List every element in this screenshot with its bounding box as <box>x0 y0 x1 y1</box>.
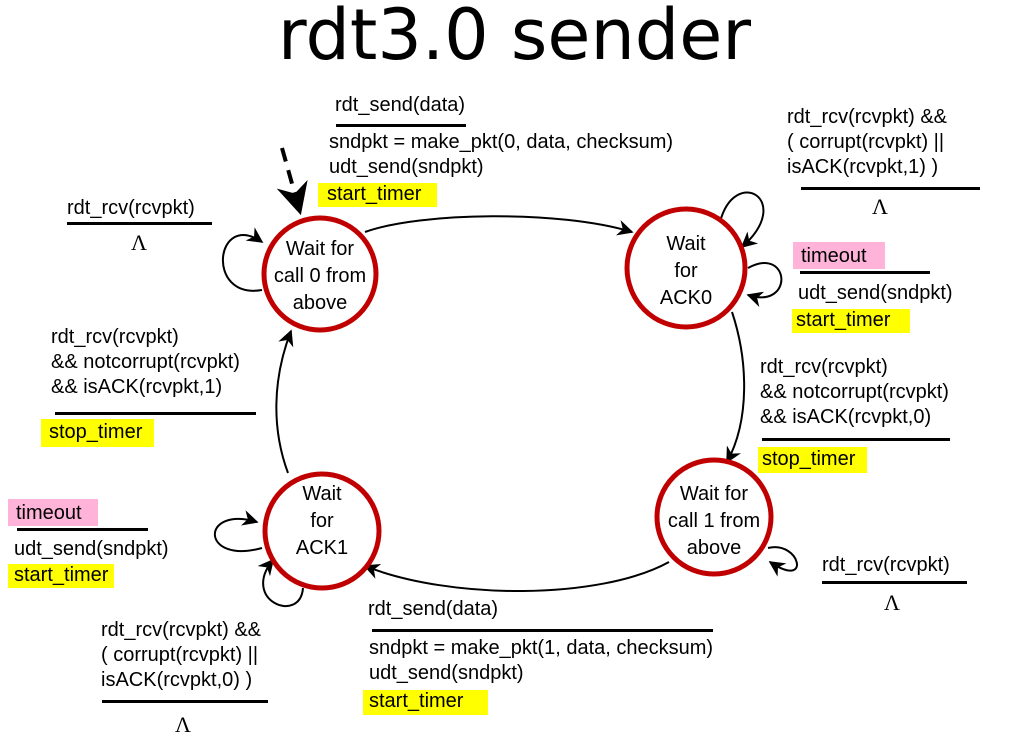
self-loop-ack0-timeout <box>746 262 783 307</box>
transition-divider <box>67 222 212 225</box>
event-text: && notcorrupt(rcvpkt) <box>760 381 949 403</box>
event-text: rdt_rcv(rcvpkt) && <box>787 106 948 128</box>
event-text: ( corrupt(rcvpkt) || <box>787 131 945 153</box>
transition-actions-ack1-timeout: udt_send(sndpkt) start_timer <box>8 537 169 588</box>
state-label-line: call 1 from <box>668 510 760 532</box>
self-loop-ack1-corrupt <box>257 558 304 607</box>
state-label-line: ACK1 <box>296 537 348 559</box>
event-text: && notcorrupt(rcvpkt) <box>51 351 240 373</box>
transition-label-ack0-timeout: timeout <box>793 242 885 269</box>
state-label-line: for <box>310 510 334 532</box>
timeout-event: timeout <box>793 242 885 269</box>
action-text: sndpkt = make_pkt(0, data, checksum) <box>329 131 674 153</box>
state-label-line: for <box>674 260 698 282</box>
transition-label-call1-to-ack1: rdt_send(data) <box>368 597 498 622</box>
lambda-action: Λ <box>884 590 900 615</box>
transition-divider <box>822 581 967 584</box>
self-loop-ack1-timeout <box>213 510 263 553</box>
transition-divider <box>762 438 950 441</box>
state-label-line: Wait for <box>286 238 354 260</box>
self-loop-call0 <box>221 227 264 292</box>
state-wait-call1: Wait for call 1 from above <box>654 457 774 577</box>
transition-label-ack1-to-call0: rdt_rcv(rcvpkt) && notcorrupt(rcvpkt) &&… <box>51 325 240 400</box>
transition-actions-ack0-to-call1: stop_timer <box>758 447 868 473</box>
event-text: isACK(rcvpkt,0) ) <box>101 669 253 691</box>
lambda-action: Λ <box>175 712 191 737</box>
timeout-event: timeout <box>8 499 98 526</box>
transition-actions-call1-to-ack1: sndpkt = make_pkt(1, data, checksum) udt… <box>363 636 714 715</box>
event-text: ( corrupt(rcvpkt) || <box>101 644 259 666</box>
transition-divider <box>372 629 713 632</box>
self-loop-ack0-corrupt <box>719 191 765 249</box>
event-text: rdt_rcv(rcvpkt) <box>822 554 950 576</box>
state-label-line: ACK0 <box>660 287 712 309</box>
action-text: udt_send(sndpkt) <box>14 538 169 560</box>
action-text: udt_send(sndpkt) <box>798 282 953 304</box>
action-text: udt_send(sndpkt) <box>369 662 524 684</box>
event-text: rdt_rcv(rcvpkt) <box>67 197 195 219</box>
event-text: rdt_send(data) <box>335 94 466 116</box>
state-wait-ack0: Wait for ACK0 <box>624 206 748 330</box>
transition-divider <box>800 271 930 274</box>
slide-title: rdt3.0 sender <box>277 0 752 76</box>
state-wait-call0: Wait for call 0 from above <box>261 215 379 333</box>
lambda-action: Λ <box>872 194 888 219</box>
transition-label-ack0-corrupt: rdt_rcv(rcvpkt) && ( corrupt(rcvpkt) || … <box>787 105 947 180</box>
transition-divider <box>17 528 148 531</box>
state-wait-ack1: Wait for ACK1 <box>262 471 382 591</box>
transition-arrow-ack1-to-call0 <box>275 329 294 474</box>
lambda-action: Λ <box>131 230 147 255</box>
transition-arrow-call0-to-ack0 <box>364 215 634 236</box>
event-text: rdt_send(data) <box>368 598 499 620</box>
highlighted-action: start_timer <box>363 690 489 715</box>
state-label-line: Wait <box>666 233 706 255</box>
state-label-line: above <box>687 537 742 559</box>
transition-label-ack1-corrupt: rdt_rcv(rcvpkt) && ( corrupt(rcvpkt) || … <box>101 618 261 693</box>
highlighted-action: start_timer <box>792 309 911 333</box>
state-label-line: Wait <box>302 483 342 505</box>
transition-arrow-ack0-to-call1 <box>726 311 746 464</box>
event-text: isACK(rcvpkt,1) ) <box>787 156 939 178</box>
transition-divider <box>55 412 256 415</box>
event-text: && isACK(rcvpkt,1) <box>51 376 223 398</box>
transition-actions-call0-to-ack0: sndpkt = make_pkt(0, data, checksum) udt… <box>318 130 674 207</box>
transition-divider <box>336 124 466 127</box>
transition-divider <box>801 187 980 190</box>
highlighted-action: start_timer <box>318 183 438 207</box>
transition-label-ack1-timeout: timeout <box>8 499 98 526</box>
self-loop-call1 <box>767 546 798 577</box>
highlighted-action: start_timer <box>8 564 115 588</box>
initial-state-arrow <box>276 147 308 216</box>
action-text: udt_send(sndpkt) <box>329 156 484 178</box>
event-text: rdt_rcv(rcvpkt) <box>51 326 179 348</box>
event-text: rdt_rcv(rcvpkt) && <box>101 619 262 641</box>
event-text: rdt_rcv(rcvpkt) <box>760 356 888 378</box>
transition-divider <box>102 700 268 703</box>
transition-label-call0-to-ack0: rdt_send(data) <box>335 93 465 118</box>
transition-arrow-call1-to-ack1 <box>363 561 670 592</box>
transition-label-ack0-to-call1: rdt_rcv(rcvpkt) && notcorrupt(rcvpkt) &&… <box>760 355 949 430</box>
action-text: sndpkt = make_pkt(1, data, checksum) <box>369 637 714 659</box>
transition-actions-ack1-to-call0: stop_timer <box>41 419 155 447</box>
transition-actions-ack0-timeout: udt_send(sndpkt) start_timer <box>792 281 953 333</box>
highlighted-action: stop_timer <box>41 419 155 447</box>
state-label-line: call 0 from <box>274 265 366 287</box>
event-text: && isACK(rcvpkt,0) <box>760 406 932 428</box>
state-label-line: Wait for <box>680 483 748 505</box>
highlighted-action: stop_timer <box>758 447 868 473</box>
state-label-line: above <box>293 292 348 314</box>
